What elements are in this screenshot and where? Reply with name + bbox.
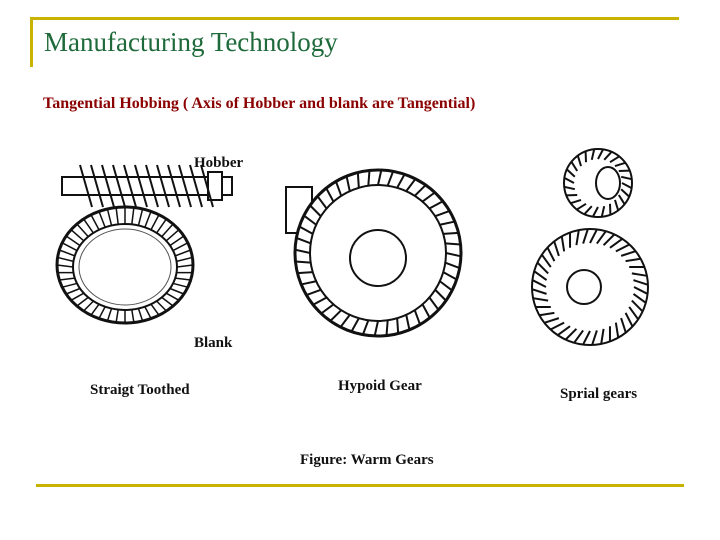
gears-figure: Hobber Blank Straigt Toothed Hypoid Gear… [55,148,649,468]
label-blank: Blank [194,335,233,351]
label-hypoid-gear: Hypoid Gear [338,378,422,394]
top-rule [30,17,679,20]
spiral-gear-large-bore [566,269,602,305]
bottom-rule [36,484,684,487]
figure-caption: Figure: Warm Gears [300,452,434,468]
hypoid-gear-illustration [285,168,463,338]
straight-toothed-gear-illustration [55,164,233,325]
spiral-gear-small-teeth [563,148,633,218]
slide-subtitle: Tangential Hobbing ( Axis of Hobber and … [43,95,476,112]
blank-gear-rim [78,228,172,306]
spiral-gears-illustration [531,148,649,346]
slide-title: Manufacturing Technology [44,27,338,57]
hypoid-gear-teeth [294,169,462,337]
label-spiral-gears: Sprial gears [560,386,637,402]
label-hobber: Hobber [194,155,244,171]
hobber-thread [79,164,214,208]
blank-gear-inner [72,223,178,311]
spiral-gear-small-hub [595,166,621,200]
label-straight-toothed: Straigt Toothed [90,382,190,398]
title-accent-bar [30,17,33,67]
hypoid-gear-bore [349,229,407,287]
spiral-gear-large-teeth [531,228,649,346]
hobber-shaft [61,176,233,196]
blank-gear-teeth [56,207,194,323]
